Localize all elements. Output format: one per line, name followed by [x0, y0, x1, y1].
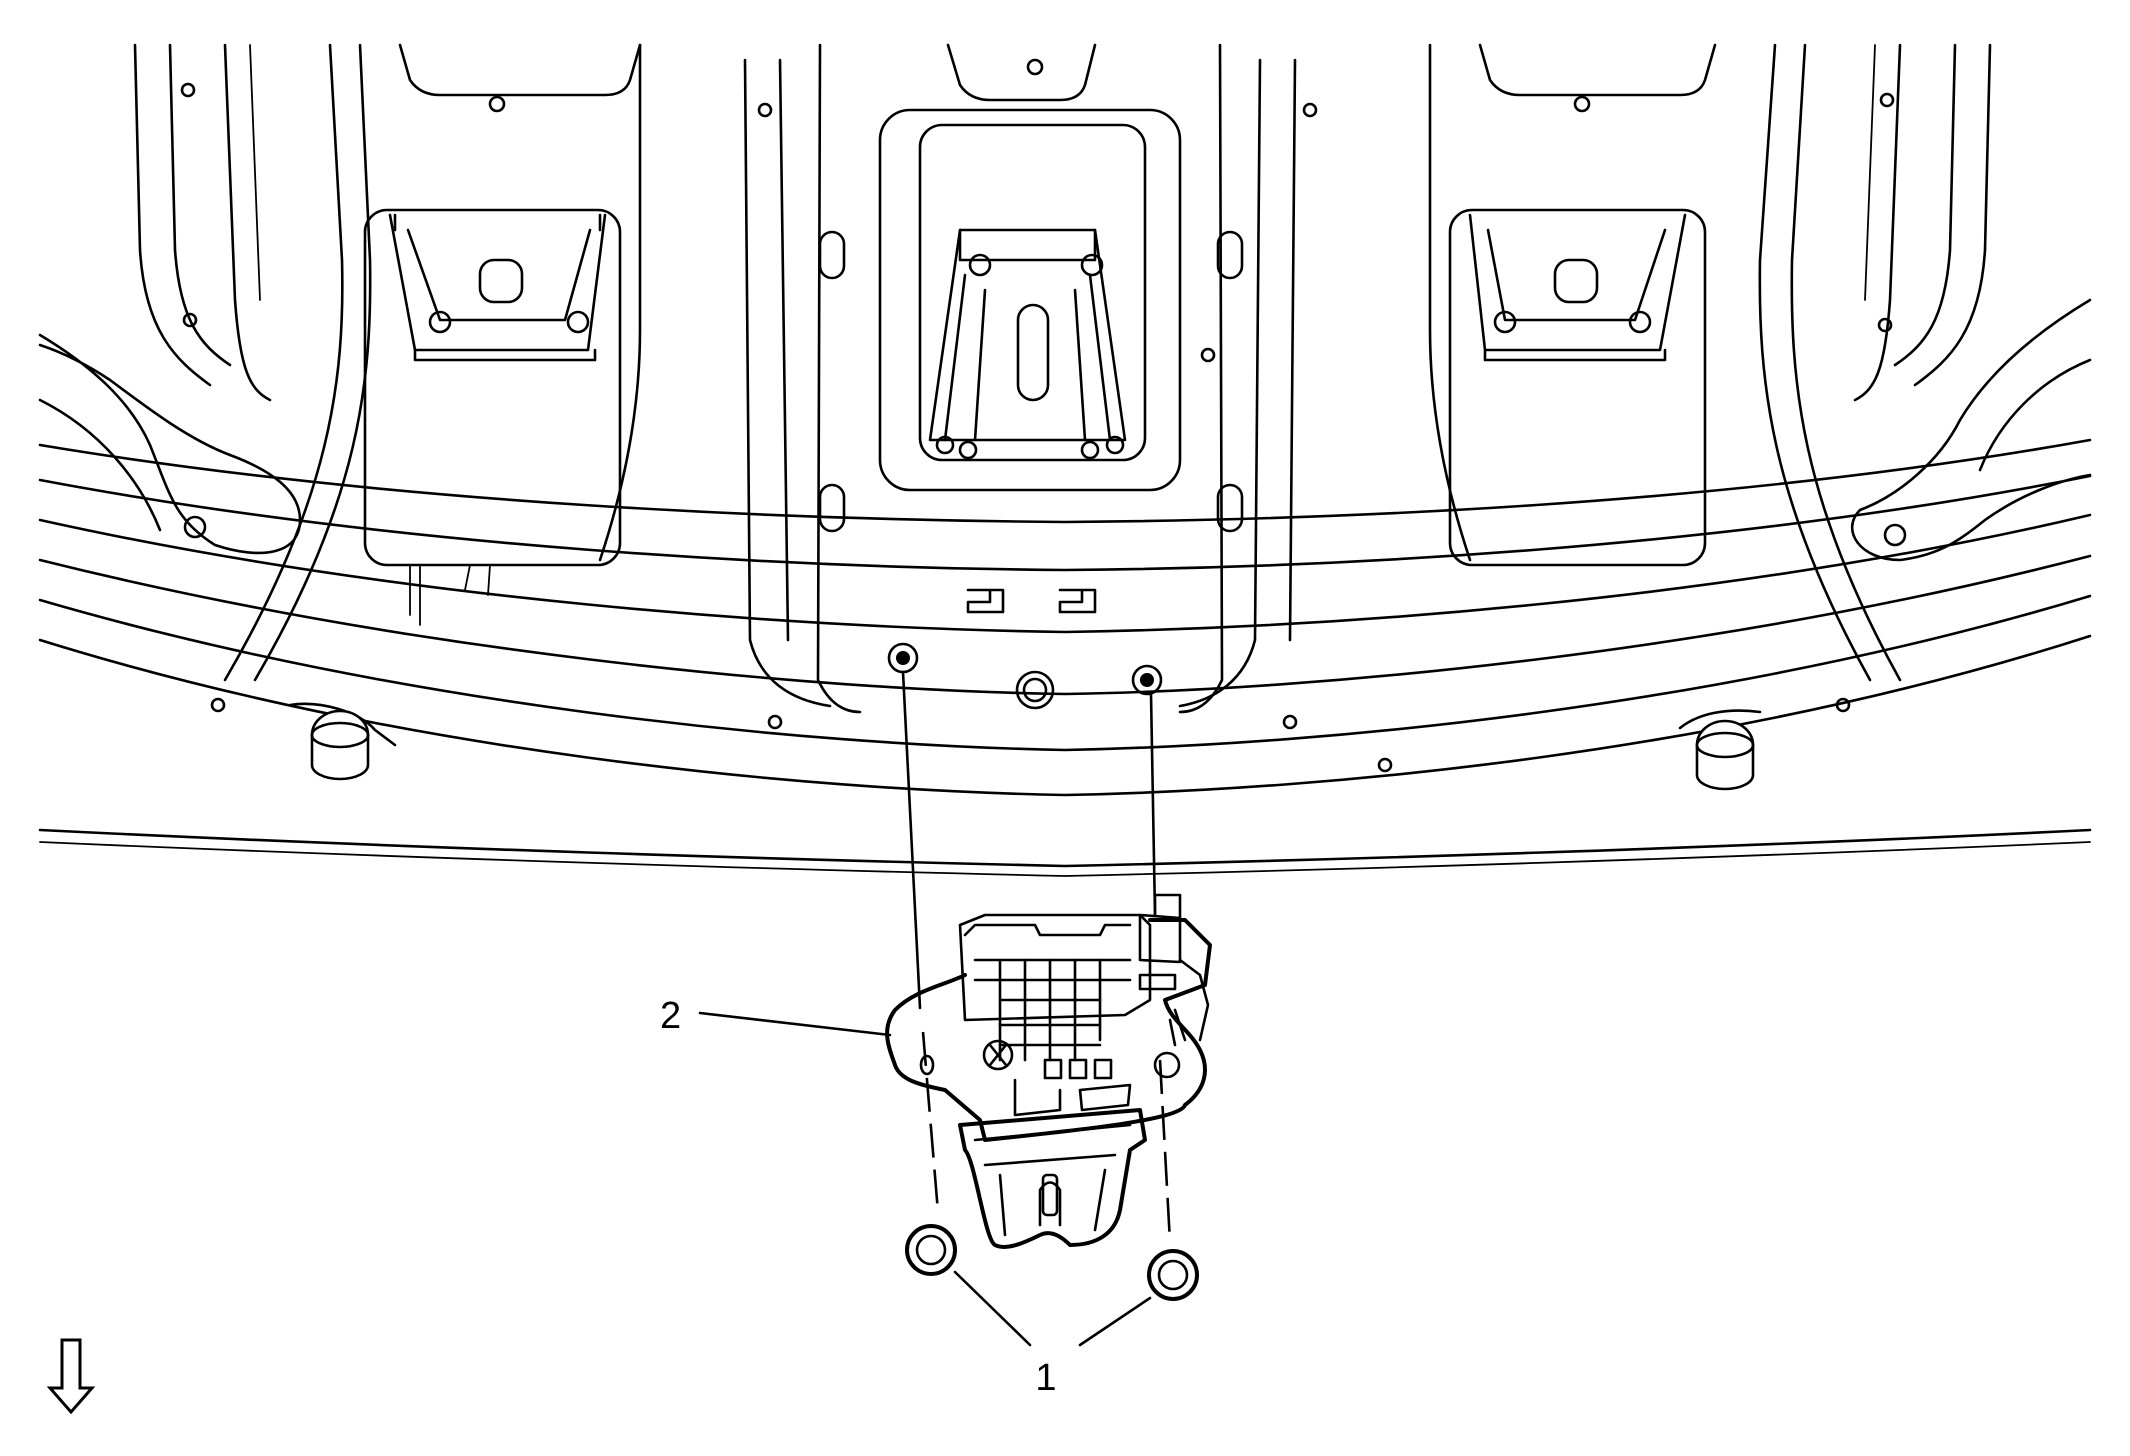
left-bumper-stop [288, 702, 397, 781]
down-outline-arrow-icon [46, 1338, 96, 1415]
alignment-guide-lines [901, 670, 1172, 1243]
leader-lines [698, 1011, 1152, 1347]
callout-label-2: 2 [660, 995, 681, 1037]
right-bumper-stop [1678, 709, 1762, 791]
trunk-lid-panel [38, 43, 2092, 877]
callout-label-1: 1 [1035, 1357, 1056, 1399]
mounting-studs [887, 642, 1163, 696]
latch-assembly [885, 893, 1212, 1249]
latch-nut-right [1147, 1249, 1199, 1301]
latch-nut-left [905, 1224, 957, 1276]
